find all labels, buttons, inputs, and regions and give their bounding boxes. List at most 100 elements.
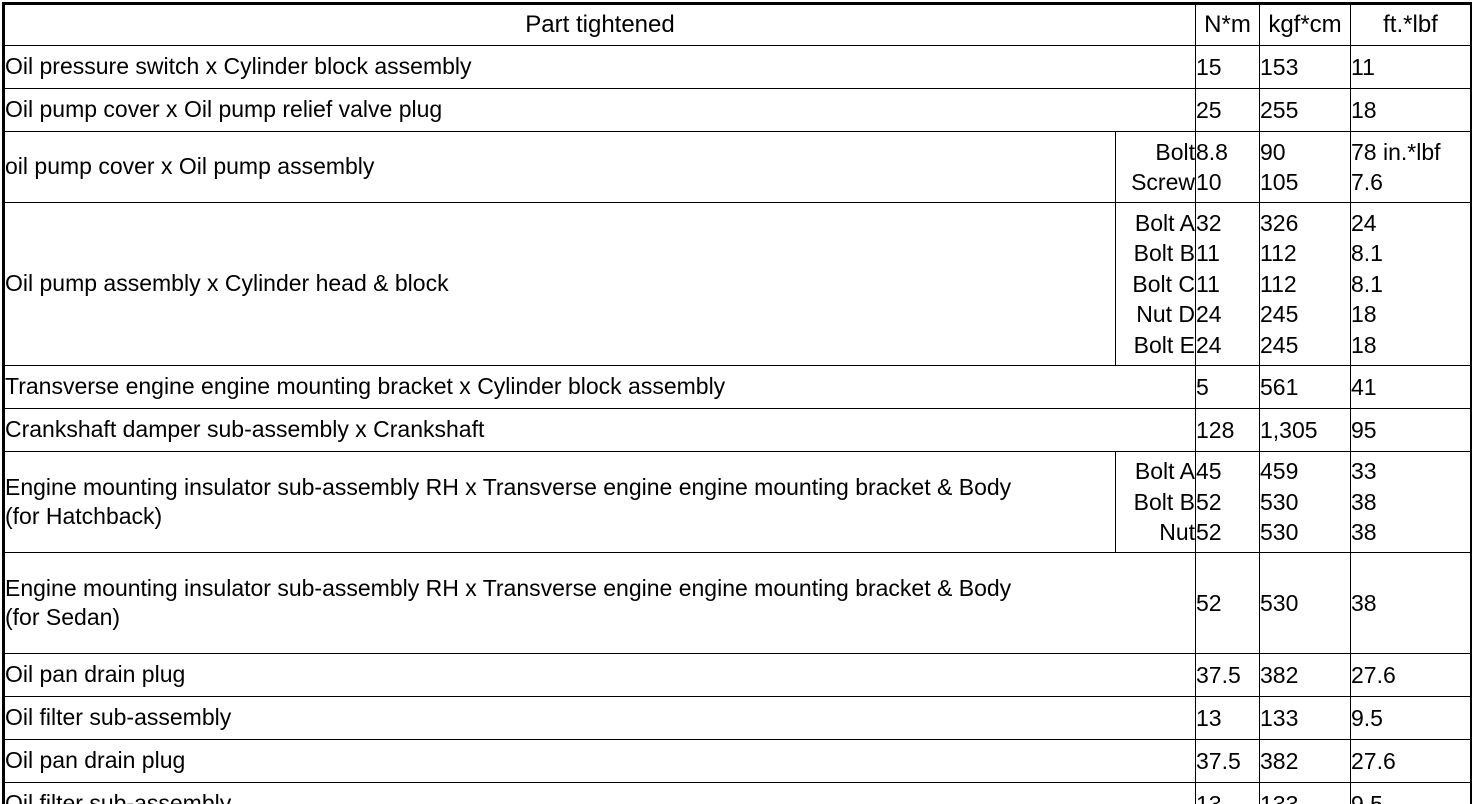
torque-value: 41	[1351, 373, 1377, 400]
cell-value-nm: 37.5	[1195, 653, 1260, 697]
cell-value-ftlbf: 11	[1350, 45, 1472, 89]
column-header-kgfcm: kgf*cm	[1259, 3, 1351, 46]
table-row: Oil filter sub-assembly 13 133 9.5	[3, 696, 1472, 740]
torque-value: 38	[1351, 589, 1377, 616]
cell-value-ftlbf: 27.6	[1350, 653, 1472, 697]
cell-value-nm: 37.5	[1195, 739, 1260, 783]
cell-part-name: Oil pressure switch x Cylinder block ass…	[3, 45, 1196, 89]
cell-value-nm: 25	[1195, 88, 1260, 132]
torque-value: 32	[1196, 210, 1222, 237]
cell-part-name: Crankshaft damper sub-assembly x Cranksh…	[3, 408, 1196, 452]
part-name-line: Engine mounting insulator sub-assembly R…	[5, 574, 1012, 601]
torque-value: 45	[1196, 458, 1222, 485]
fastener-label: Bolt A	[1134, 458, 1195, 485]
fastener-label: Bolt B	[1133, 240, 1195, 267]
torque-value: 18	[1351, 301, 1377, 328]
torque-value: 52	[1196, 488, 1222, 515]
cell-value-nm: 15	[1195, 45, 1260, 89]
table-body: Oil pressure switch x Cylinder block ass…	[3, 45, 1472, 804]
part-name-line: Oil pan drain plug	[5, 661, 186, 688]
header-row: Part tightened N*m kgf*cm ft.*lbf	[3, 3, 1472, 46]
part-name-line: Oil pan drain plug	[5, 747, 186, 774]
torque-value: 5	[1196, 373, 1209, 400]
torque-value: 18	[1351, 96, 1377, 123]
torque-value: 33	[1351, 458, 1377, 485]
cell-part-name: Oil pump assembly x Cylinder head & bloc…	[3, 202, 1116, 366]
torque-value: 90	[1260, 138, 1286, 165]
cell-value-ftlbf: 38	[1350, 552, 1472, 654]
torque-value: 52	[1196, 589, 1222, 616]
torque-value: 530	[1260, 488, 1299, 515]
torque-value: 95	[1351, 416, 1377, 443]
cell-value-kgfcm: 530	[1259, 552, 1351, 654]
torque-value: 530	[1260, 519, 1299, 546]
fastener-label: Bolt C	[1132, 270, 1195, 297]
cell-value-kgfcm: 382	[1259, 653, 1351, 697]
cell-value-nm: 13	[1195, 696, 1260, 740]
torque-value: 13	[1196, 790, 1222, 804]
torque-value: 112	[1260, 240, 1297, 267]
table-row: Oil pump cover x Oil pump relief valve p…	[3, 88, 1472, 132]
fastener-label: Bolt	[1155, 138, 1195, 165]
cell-part-name: Engine mounting insulator sub-assembly R…	[3, 552, 1196, 654]
torque-value: 25	[1196, 96, 1222, 123]
cell-value-kgfcm: 1,305	[1259, 408, 1351, 452]
cell-part-name: Oil pan drain plug	[3, 739, 1196, 783]
cell-part-name: oil pump cover x Oil pump assembly	[3, 131, 1116, 203]
cell-value-kgfcm: 133	[1259, 782, 1351, 804]
torque-value: 24	[1196, 331, 1222, 358]
torque-value: 8.8	[1196, 138, 1228, 165]
torque-value: 38	[1351, 488, 1377, 515]
torque-value: 37.5	[1196, 661, 1241, 688]
torque-value: 326	[1260, 210, 1299, 237]
part-name-line: Transverse engine engine mounting bracke…	[5, 373, 726, 400]
torque-value: 561	[1260, 373, 1299, 400]
part-name-line: Oil pressure switch x Cylinder block ass…	[5, 53, 472, 80]
table-row: Engine mounting insulator sub-assembly R…	[3, 451, 1472, 553]
cell-part-name: Oil filter sub-assembly	[3, 696, 1196, 740]
cell-value-ftlbf: 9.5	[1350, 696, 1472, 740]
torque-value: 128	[1196, 416, 1235, 443]
torque-value: 18	[1351, 331, 1377, 358]
cell-value-ftlbf: 95	[1350, 408, 1472, 452]
cell-value-ftlbf: 41	[1350, 365, 1472, 409]
torque-value: 11	[1196, 270, 1220, 297]
part-name-line-2: (for Hatchback)	[5, 503, 163, 529]
torque-value: 459	[1260, 458, 1299, 485]
torque-value: 78 in.*lbf	[1351, 138, 1441, 165]
cell-part-name: Engine mounting insulator sub-assembly R…	[3, 451, 1116, 553]
torque-value: 133	[1260, 704, 1299, 731]
fastener-label: Bolt A	[1134, 210, 1195, 237]
torque-value: 13	[1196, 704, 1222, 731]
part-name-line: Oil pump cover x Oil pump relief valve p…	[5, 96, 443, 123]
cell-value-nm: 13	[1195, 782, 1260, 804]
cell-value-ftlbf: 27.6	[1350, 739, 1472, 783]
fastener-label: Bolt B	[1133, 488, 1195, 515]
torque-value: 1,305	[1260, 416, 1318, 443]
torque-value: 27.6	[1351, 747, 1396, 774]
cell-part-name: Oil pump cover x Oil pump relief valve p…	[3, 88, 1196, 132]
cell-part-name: Oil filter sub-assembly	[3, 782, 1196, 804]
cell-value-ftlbf: 18	[1350, 88, 1472, 132]
table-row: Oil pump assembly x Cylinder head & bloc…	[3, 202, 1472, 366]
table-row: Crankshaft damper sub-assembly x Cranksh…	[3, 408, 1472, 452]
part-name-line: Oil pump assembly x Cylinder head & bloc…	[5, 270, 449, 297]
torque-value: 245	[1260, 301, 1299, 328]
part-name-line: Oil filter sub-assembly	[5, 704, 232, 731]
part-name-line: Engine mounting insulator sub-assembly R…	[5, 473, 1012, 500]
torque-value: 24	[1196, 301, 1222, 328]
table-row: Engine mounting insulator sub-assembly R…	[3, 552, 1472, 654]
torque-value: 8.1	[1351, 270, 1383, 297]
cell-value-kgfcm: 133	[1259, 696, 1351, 740]
torque-value: 37.5	[1196, 747, 1241, 774]
cell-part-name: Transverse engine engine mounting bracke…	[3, 365, 1196, 409]
torque-value: 153	[1260, 53, 1299, 80]
cell-value-kgfcm: 153	[1259, 45, 1351, 89]
